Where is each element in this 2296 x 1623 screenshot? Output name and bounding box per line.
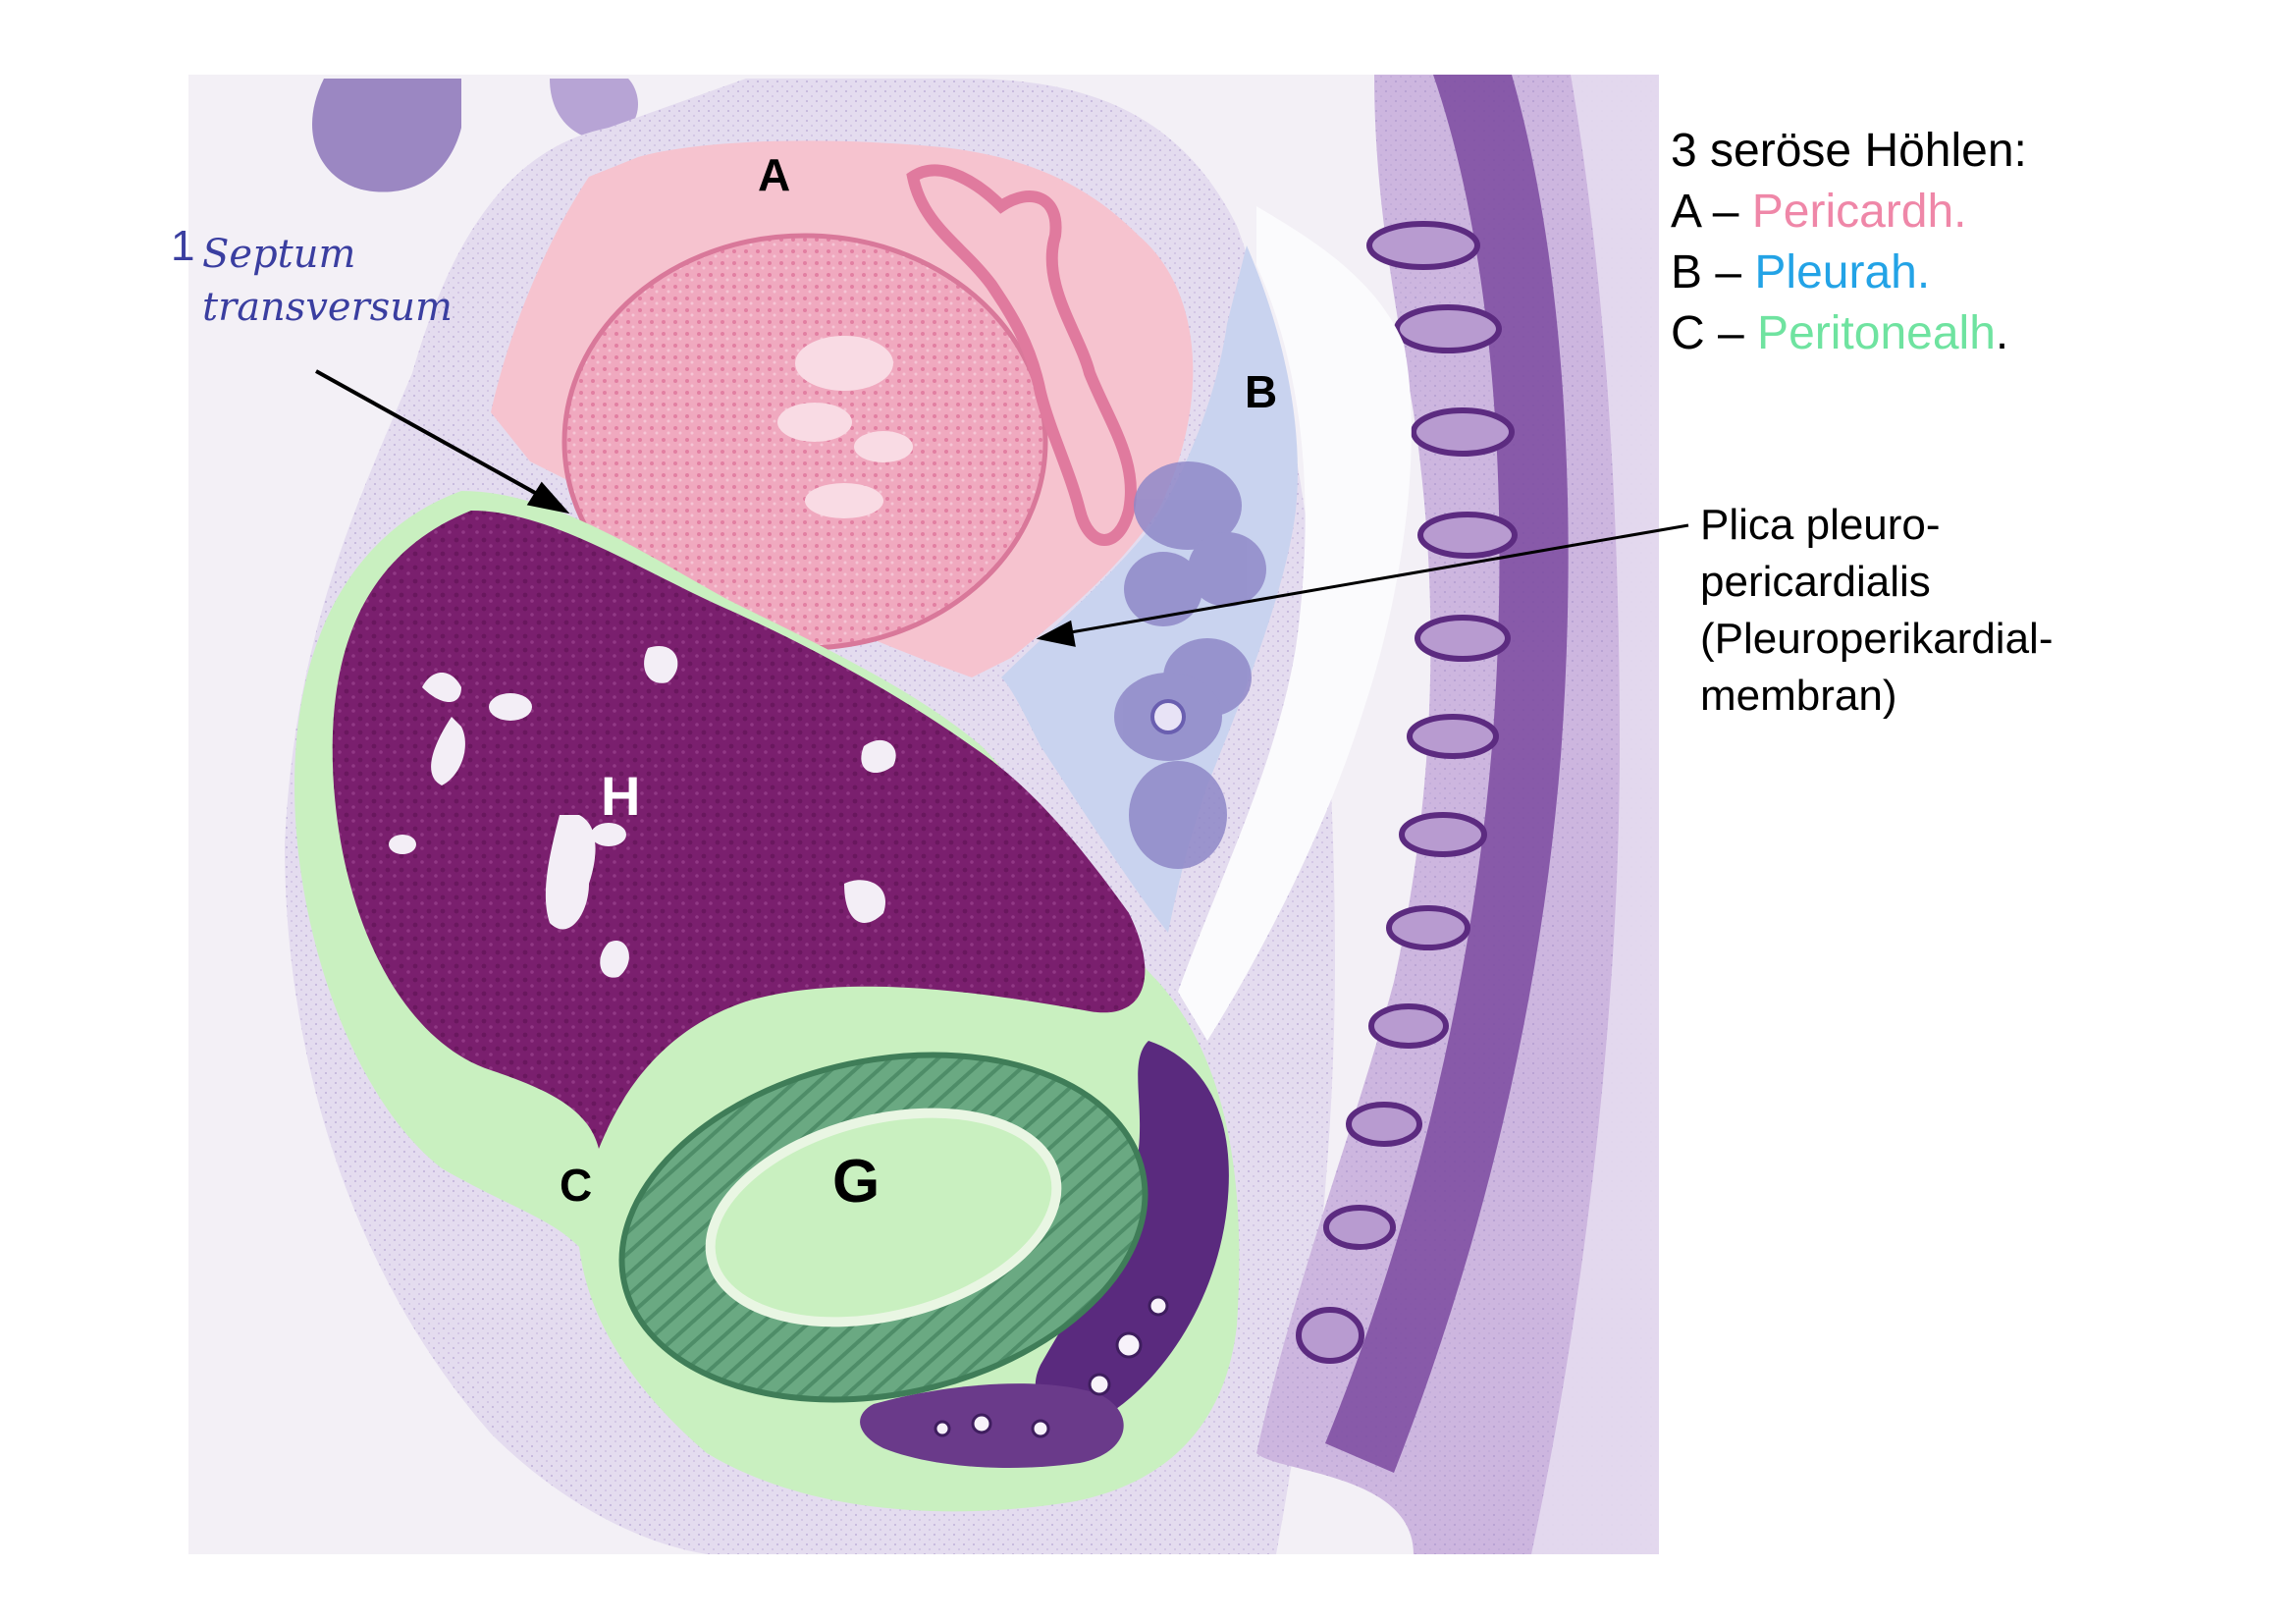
legend-item-c-suffix: . <box>1995 307 2009 359</box>
septum-arrow <box>315 369 570 514</box>
legend-item-c-letter: C <box>1671 307 1705 359</box>
legend-item-b: B – Pleurah. <box>1671 243 1930 302</box>
plica-label-line2: pericardialis <box>1700 558 1931 606</box>
legend-item-c-dash: – <box>1704 307 1758 359</box>
legend-item-a: A – Pericardh. <box>1671 183 1967 242</box>
legend-item-a-name: Pericardh. <box>1751 186 1967 238</box>
label-B: B <box>1245 366 1278 417</box>
septum-label-line1: Septum <box>202 232 356 277</box>
plica-label-line1: Plica pleuro- <box>1700 501 1941 549</box>
plica-label-line4: membran) <box>1700 672 1897 720</box>
legend-title: 3 seröse Höhlen: <box>1671 125 2027 177</box>
legend-item-c: C – Peritonealh. <box>1671 304 2008 363</box>
legend-item-a-letter: A <box>1671 186 1700 238</box>
label-A: A <box>758 149 791 200</box>
plica-label-line3: (Pleuroperikardial- <box>1700 615 2054 663</box>
legend-item-b-name: Pleurah. <box>1754 246 1931 298</box>
legend-item-a-dash: – <box>1699 186 1752 238</box>
plica-arrow <box>1036 523 1689 647</box>
legend-item-b-dash: – <box>1702 246 1755 298</box>
label-G: G <box>832 1148 881 1216</box>
septum-number: 1 <box>171 222 195 270</box>
septum-label-line2: transversum <box>202 285 453 330</box>
legend-item-b-letter: B <box>1671 246 1703 298</box>
legend-item-c-name: Peritonealh <box>1757 307 1996 359</box>
label-H: H <box>601 765 641 827</box>
label-C: C <box>560 1160 593 1211</box>
